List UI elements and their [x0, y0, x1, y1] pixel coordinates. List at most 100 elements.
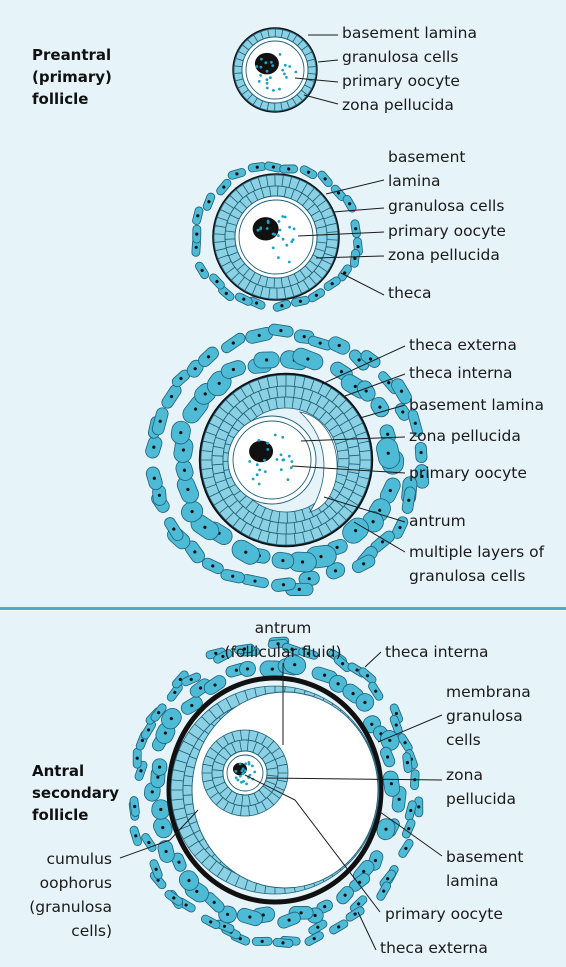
stage1-granule: [259, 74, 262, 77]
antral-theca-externa-cell: [273, 938, 294, 948]
stage1-granule: [281, 69, 284, 72]
stage3-nucleus: [249, 441, 273, 463]
stage1-granule: [266, 87, 269, 90]
stage3-granule: [258, 483, 261, 486]
antral-theca-externa-cell: [133, 748, 141, 768]
stage1-granule: [284, 64, 287, 67]
stage3-granule: [274, 434, 277, 437]
stage2-granule: [282, 238, 285, 241]
stage3-granule: [280, 453, 283, 456]
label-granulosa-paren-4: (granulosa: [29, 898, 112, 916]
stage2-granule: [279, 229, 282, 232]
stage3-granule: [287, 478, 290, 481]
stage3-granule: [256, 473, 259, 476]
stage3-oocyte: [233, 421, 311, 499]
stage2-granule: [272, 247, 275, 250]
stage2-granule: [267, 220, 270, 223]
label-primary-oocyte-4: primary oocyte: [385, 905, 503, 923]
antral-granule: [240, 781, 243, 784]
label-zona-pellucida-1: zona pellucida: [342, 96, 454, 114]
preantral-follicle-stage-1: [233, 28, 317, 112]
antral-theca-externa-cell-nucleus: [417, 805, 420, 808]
stage3-granule: [288, 455, 291, 458]
stage3-theca-externa-cell-nucleus: [298, 588, 301, 591]
stage1-granule: [288, 65, 291, 68]
label-antrum-3: antrum: [409, 512, 466, 530]
stage3-granule: [282, 458, 285, 461]
label-oophorus-4: oophorus: [40, 874, 112, 892]
antral-title-line-2: secondary: [32, 784, 119, 802]
label-cells-paren-4: cells): [71, 922, 112, 940]
label-basement-lamina-3: basement lamina: [409, 396, 544, 414]
label-zona-pellucida-3: zona pellucida: [409, 427, 521, 445]
stage1-granule: [283, 73, 286, 76]
label-granulosa-cells-1: granulosa cells: [342, 48, 458, 66]
antral-granule: [241, 769, 244, 772]
label-zona-4: zona: [446, 766, 483, 784]
stage1-granule: [269, 76, 272, 79]
label-theca-interna-3: theca interna: [409, 364, 513, 382]
antral-theca-externa-cell: [252, 937, 272, 945]
stage2-theca-cell: [350, 249, 360, 268]
label-antrum-4: antrum: [255, 619, 312, 637]
label-cumulus-4: cumulus: [47, 850, 112, 868]
stage1-granule: [271, 64, 274, 67]
stage3-granule: [266, 448, 269, 451]
stage1-granule: [279, 53, 282, 56]
stage1-granule: [278, 88, 281, 91]
label-primary-oocyte-2: primary oocyte: [388, 222, 506, 240]
stage1-granule: [272, 89, 275, 92]
stage3-granule: [264, 470, 267, 473]
label-theca-externa-4: theca externa: [380, 939, 488, 957]
antral-granule: [248, 761, 251, 764]
antral-theca-interna-cell-nucleus: [299, 911, 302, 914]
preantral-title-line-1: Preantral: [32, 46, 111, 64]
antral-granule: [245, 783, 248, 786]
stage3-granule: [263, 459, 266, 462]
stage1-granule: [270, 61, 273, 64]
stage3-granule: [258, 469, 261, 472]
stage2-granule: [277, 256, 280, 259]
label-theca-externa-3: theca externa: [409, 336, 517, 354]
antral-granule: [244, 769, 247, 772]
stage2-granule: [277, 234, 280, 237]
stage2-granule: [293, 228, 296, 231]
stage2-granule: [257, 229, 260, 232]
stage2-granule: [288, 261, 291, 264]
stage3-granule: [266, 442, 269, 445]
stage2-nucleus: [253, 217, 279, 240]
label-basement-2a: basement: [388, 148, 466, 166]
antral-granule: [253, 771, 256, 774]
antral-granule: [242, 772, 245, 775]
stage2-granule: [284, 216, 287, 219]
stage1-granule: [295, 71, 298, 74]
label-membrana-4: membrana: [446, 683, 531, 701]
stage1-granule: [260, 58, 263, 61]
label-cells-4: cells: [446, 731, 481, 749]
stage1-granule: [260, 66, 263, 69]
stage1-granule: [266, 70, 269, 73]
stage2-granule: [292, 238, 295, 241]
antral-granule: [235, 770, 238, 773]
stage1-granule: [266, 82, 269, 85]
stage2-granule: [272, 233, 275, 236]
stage3-theca-interna-cell: [254, 352, 280, 369]
label-granulosa-cells-3b: granulosa cells: [409, 567, 525, 585]
antral-granule: [235, 776, 238, 779]
stage2-granule: [288, 226, 291, 229]
antral-title-line-1: Antral: [32, 762, 84, 780]
stage1-granule: [264, 61, 267, 64]
label-basement-4: basement: [446, 848, 524, 866]
label-granulosa-cells-2: granulosa cells: [388, 197, 504, 215]
label-primary-oocyte-1: primary oocyte: [342, 72, 460, 90]
preantral-title-line-3: follicle: [32, 90, 88, 108]
antral-granule: [239, 775, 242, 778]
label-follicular-fluid-4: (follicular fluid): [224, 643, 341, 661]
label-multiple-layers-3a: multiple layers of: [409, 543, 545, 561]
stage2-granule: [278, 220, 281, 223]
stage3-granule: [276, 458, 279, 461]
stage2-theca-cell: [193, 225, 201, 243]
stage3-granule: [291, 460, 294, 463]
stage3-granule: [290, 466, 293, 469]
